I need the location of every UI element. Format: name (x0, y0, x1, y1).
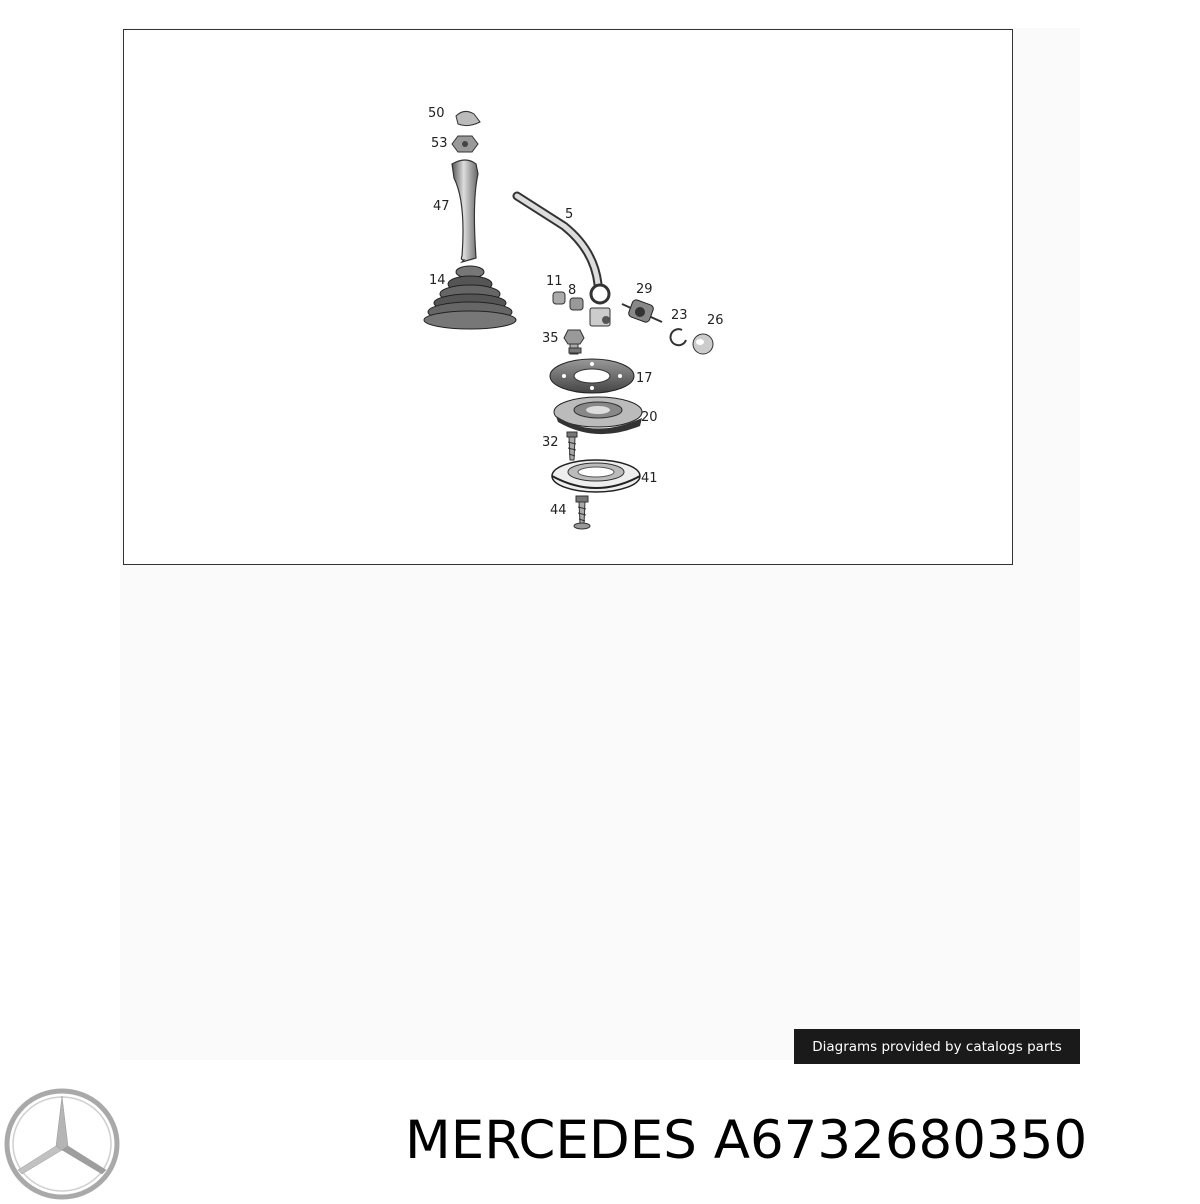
part-17-plate (549, 358, 635, 394)
part-14-gear-boot (423, 265, 517, 330)
callout-5: 5 (565, 207, 573, 222)
part-5-shift-lever (512, 191, 611, 327)
diagram-credit-banner: Diagrams provided by catalogs parts (794, 1029, 1080, 1064)
part-35-bolt (563, 329, 585, 355)
callout-14: 14 (429, 273, 446, 288)
brand-name: MERCEDES (405, 1110, 697, 1171)
callout-35: 35 (542, 331, 559, 346)
part-50-cap (455, 110, 481, 127)
callout-11: 11 (546, 274, 563, 289)
part-32-screw (566, 431, 578, 461)
part-47-shift-knob (451, 159, 479, 264)
parts-diagram: 50 53 47 14 5 11 8 29 23 26 35 17 20 32 … (123, 29, 1013, 565)
callout-26: 26 (707, 313, 724, 328)
callout-50: 50 (428, 106, 445, 121)
part-26-cap (692, 333, 714, 355)
part-44-screw (573, 495, 591, 530)
callout-41: 41 (641, 471, 658, 486)
callout-53: 53 (431, 136, 448, 151)
callout-47: 47 (433, 199, 450, 214)
part-20-housing (553, 396, 643, 435)
callout-29: 29 (636, 282, 653, 297)
mercedes-star-icon (2, 1088, 122, 1204)
callout-17: 17 (636, 371, 653, 386)
parts-diagram-drawing: 50 53 47 14 5 11 8 29 23 26 35 17 20 32 … (423, 106, 724, 530)
part-number: A6732680350 (713, 1110, 1088, 1171)
part-41-gasket (551, 459, 641, 493)
part-8-bushing (569, 297, 584, 311)
part-11-bushing (552, 291, 566, 305)
part-29-ball-joint (621, 299, 663, 323)
part-title: MERCEDES A6732680350 (405, 1106, 1195, 1176)
part-23-clip (669, 328, 687, 347)
callout-20: 20 (641, 410, 658, 425)
callout-44: 44 (550, 503, 567, 518)
callout-8: 8 (568, 283, 576, 298)
part-53-nut (451, 135, 479, 153)
callout-23: 23 (671, 308, 688, 323)
callout-32: 32 (542, 435, 559, 450)
